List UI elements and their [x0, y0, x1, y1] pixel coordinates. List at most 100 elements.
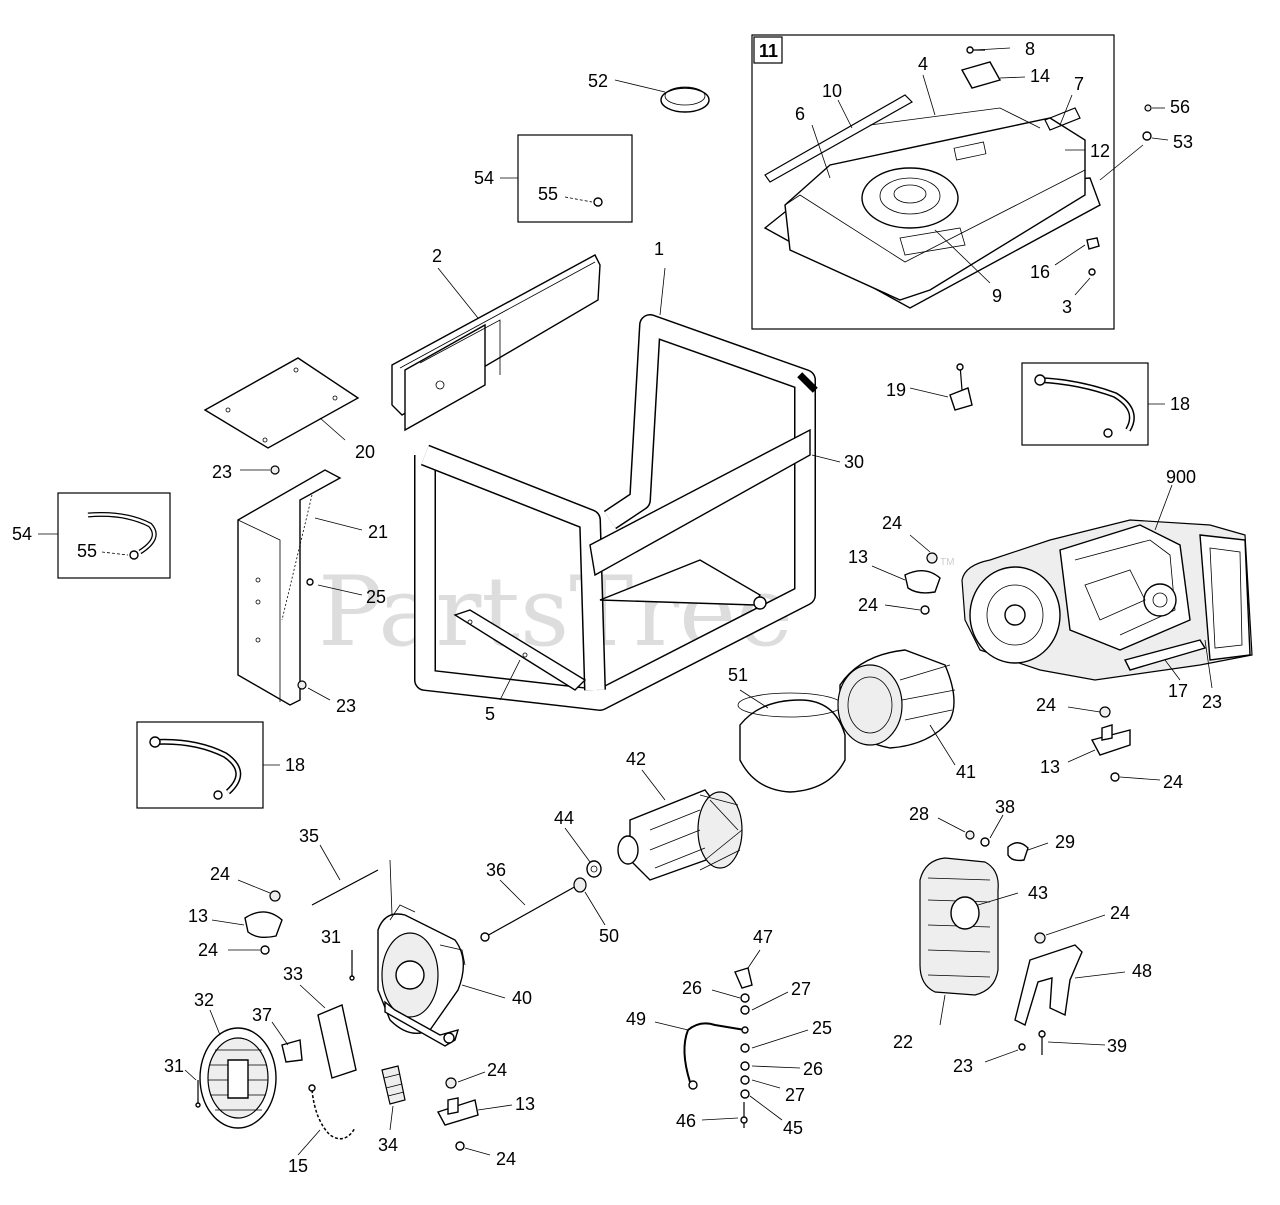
label-23d: 23 — [953, 1056, 973, 1076]
side-panel-part — [237, 469, 363, 706]
label-45: 45 — [783, 1118, 803, 1138]
label-33: 33 — [283, 964, 303, 984]
label-36: 36 — [486, 860, 506, 880]
label-34: 34 — [378, 1135, 398, 1155]
engine-part — [961, 484, 1253, 689]
muffler-assembly — [919, 814, 1049, 1026]
muffler-bracket-assembly — [984, 914, 1126, 1063]
label-14: 14 — [1030, 66, 1050, 86]
part-labels: 1 2 3 4 5 6 7 8 9 10 12 13 13 13 13 14 1… — [12, 39, 1222, 1176]
rotor-part — [617, 769, 743, 881]
label-52: 52 — [588, 71, 608, 91]
label-4: 4 — [918, 54, 928, 74]
label-39: 39 — [1107, 1036, 1127, 1056]
fuel-hose-box-top — [500, 134, 633, 223]
label-18b: 18 — [285, 755, 305, 775]
ground-hardware-stack — [654, 949, 809, 1128]
label-900: 900 — [1166, 467, 1196, 487]
label-48: 48 — [1132, 961, 1152, 981]
fuel-hose-box-right — [1021, 362, 1165, 446]
label-31a: 31 — [321, 927, 341, 947]
end-bell-assembly — [311, 844, 506, 1047]
label-24a: 24 — [882, 513, 902, 533]
label-27a: 27 — [791, 979, 811, 999]
label-13b: 13 — [1040, 757, 1060, 777]
label-38: 38 — [995, 797, 1015, 817]
label-25a: 25 — [366, 587, 386, 607]
label-26b: 26 — [803, 1059, 823, 1079]
label-27b: 27 — [785, 1085, 805, 1105]
fuel-hose-box-left — [38, 492, 171, 579]
engine-mount-upper — [871, 534, 941, 615]
label-23c: 23 — [1202, 692, 1222, 712]
fuel-hose-box-left-lower — [136, 721, 280, 809]
label-44: 44 — [554, 808, 574, 828]
label-12: 12 — [1090, 141, 1110, 161]
engine-mount-right — [1067, 706, 1161, 782]
stator-part — [737, 689, 846, 793]
label-28: 28 — [909, 804, 929, 824]
engine-mount-left — [211, 879, 283, 955]
label-8: 8 — [1025, 39, 1035, 59]
engine-mount-lower — [436, 1071, 513, 1156]
label-49: 49 — [626, 1009, 646, 1029]
label-13a: 13 — [848, 547, 868, 567]
label-32: 32 — [194, 990, 214, 1010]
label-24g: 24 — [487, 1060, 507, 1080]
label-23b: 23 — [336, 696, 356, 716]
label-1: 1 — [654, 239, 664, 259]
label-51: 51 — [728, 665, 748, 685]
label-23a: 23 — [212, 462, 232, 482]
label-24h: 24 — [496, 1149, 516, 1169]
label-5: 5 — [485, 704, 495, 724]
fuel-cap-part — [614, 79, 710, 113]
label-54b: 54 — [12, 524, 32, 544]
label-41: 41 — [956, 762, 976, 782]
through-bolt-assembly — [480, 827, 606, 942]
label-31b: 31 — [164, 1056, 184, 1076]
label-26a: 26 — [682, 978, 702, 998]
label-22: 22 — [893, 1032, 913, 1052]
label-21: 21 — [368, 522, 388, 542]
label-24b: 24 — [858, 595, 878, 615]
fuel-valve-part — [909, 363, 973, 411]
label-56: 56 — [1170, 97, 1190, 117]
label-3: 3 — [1062, 297, 1072, 317]
label-30: 30 — [844, 452, 864, 472]
label-53: 53 — [1173, 132, 1193, 152]
label-55b: 55 — [77, 541, 97, 561]
label-25b: 25 — [812, 1018, 832, 1038]
label-54a: 54 — [474, 168, 494, 188]
inset-box-number: 11 — [759, 41, 778, 61]
screw-parts — [184, 950, 355, 1108]
label-29: 29 — [1055, 832, 1075, 852]
label-24c: 24 — [1036, 695, 1056, 715]
fuel-tank-assembly-inset: 11 — [751, 34, 1169, 330]
label-55a: 55 — [538, 184, 558, 204]
watermark-trademark: TM — [940, 557, 954, 568]
label-46: 46 — [676, 1111, 696, 1131]
label-16: 16 — [1030, 262, 1050, 282]
label-24i: 24 — [1110, 903, 1130, 923]
label-43: 43 — [1028, 883, 1048, 903]
control-panel-bracket-part — [391, 254, 601, 432]
label-15: 15 — [288, 1156, 308, 1176]
label-9: 9 — [992, 286, 1002, 306]
label-42: 42 — [626, 749, 646, 769]
label-24f: 24 — [198, 940, 218, 960]
label-17: 17 — [1168, 681, 1188, 701]
frame-part — [414, 267, 841, 711]
stator-coil-part — [837, 649, 956, 766]
label-10: 10 — [822, 81, 842, 101]
label-20: 20 — [355, 442, 375, 462]
panel-plate-part — [203, 357, 360, 475]
fan-cover-part — [199, 1009, 277, 1129]
label-2: 2 — [432, 246, 442, 266]
label-19: 19 — [886, 380, 906, 400]
label-13d: 13 — [515, 1094, 535, 1114]
electrical-small-parts — [271, 984, 406, 1156]
label-35: 35 — [299, 826, 319, 846]
label-7: 7 — [1074, 74, 1084, 94]
label-13c: 13 — [188, 906, 208, 926]
